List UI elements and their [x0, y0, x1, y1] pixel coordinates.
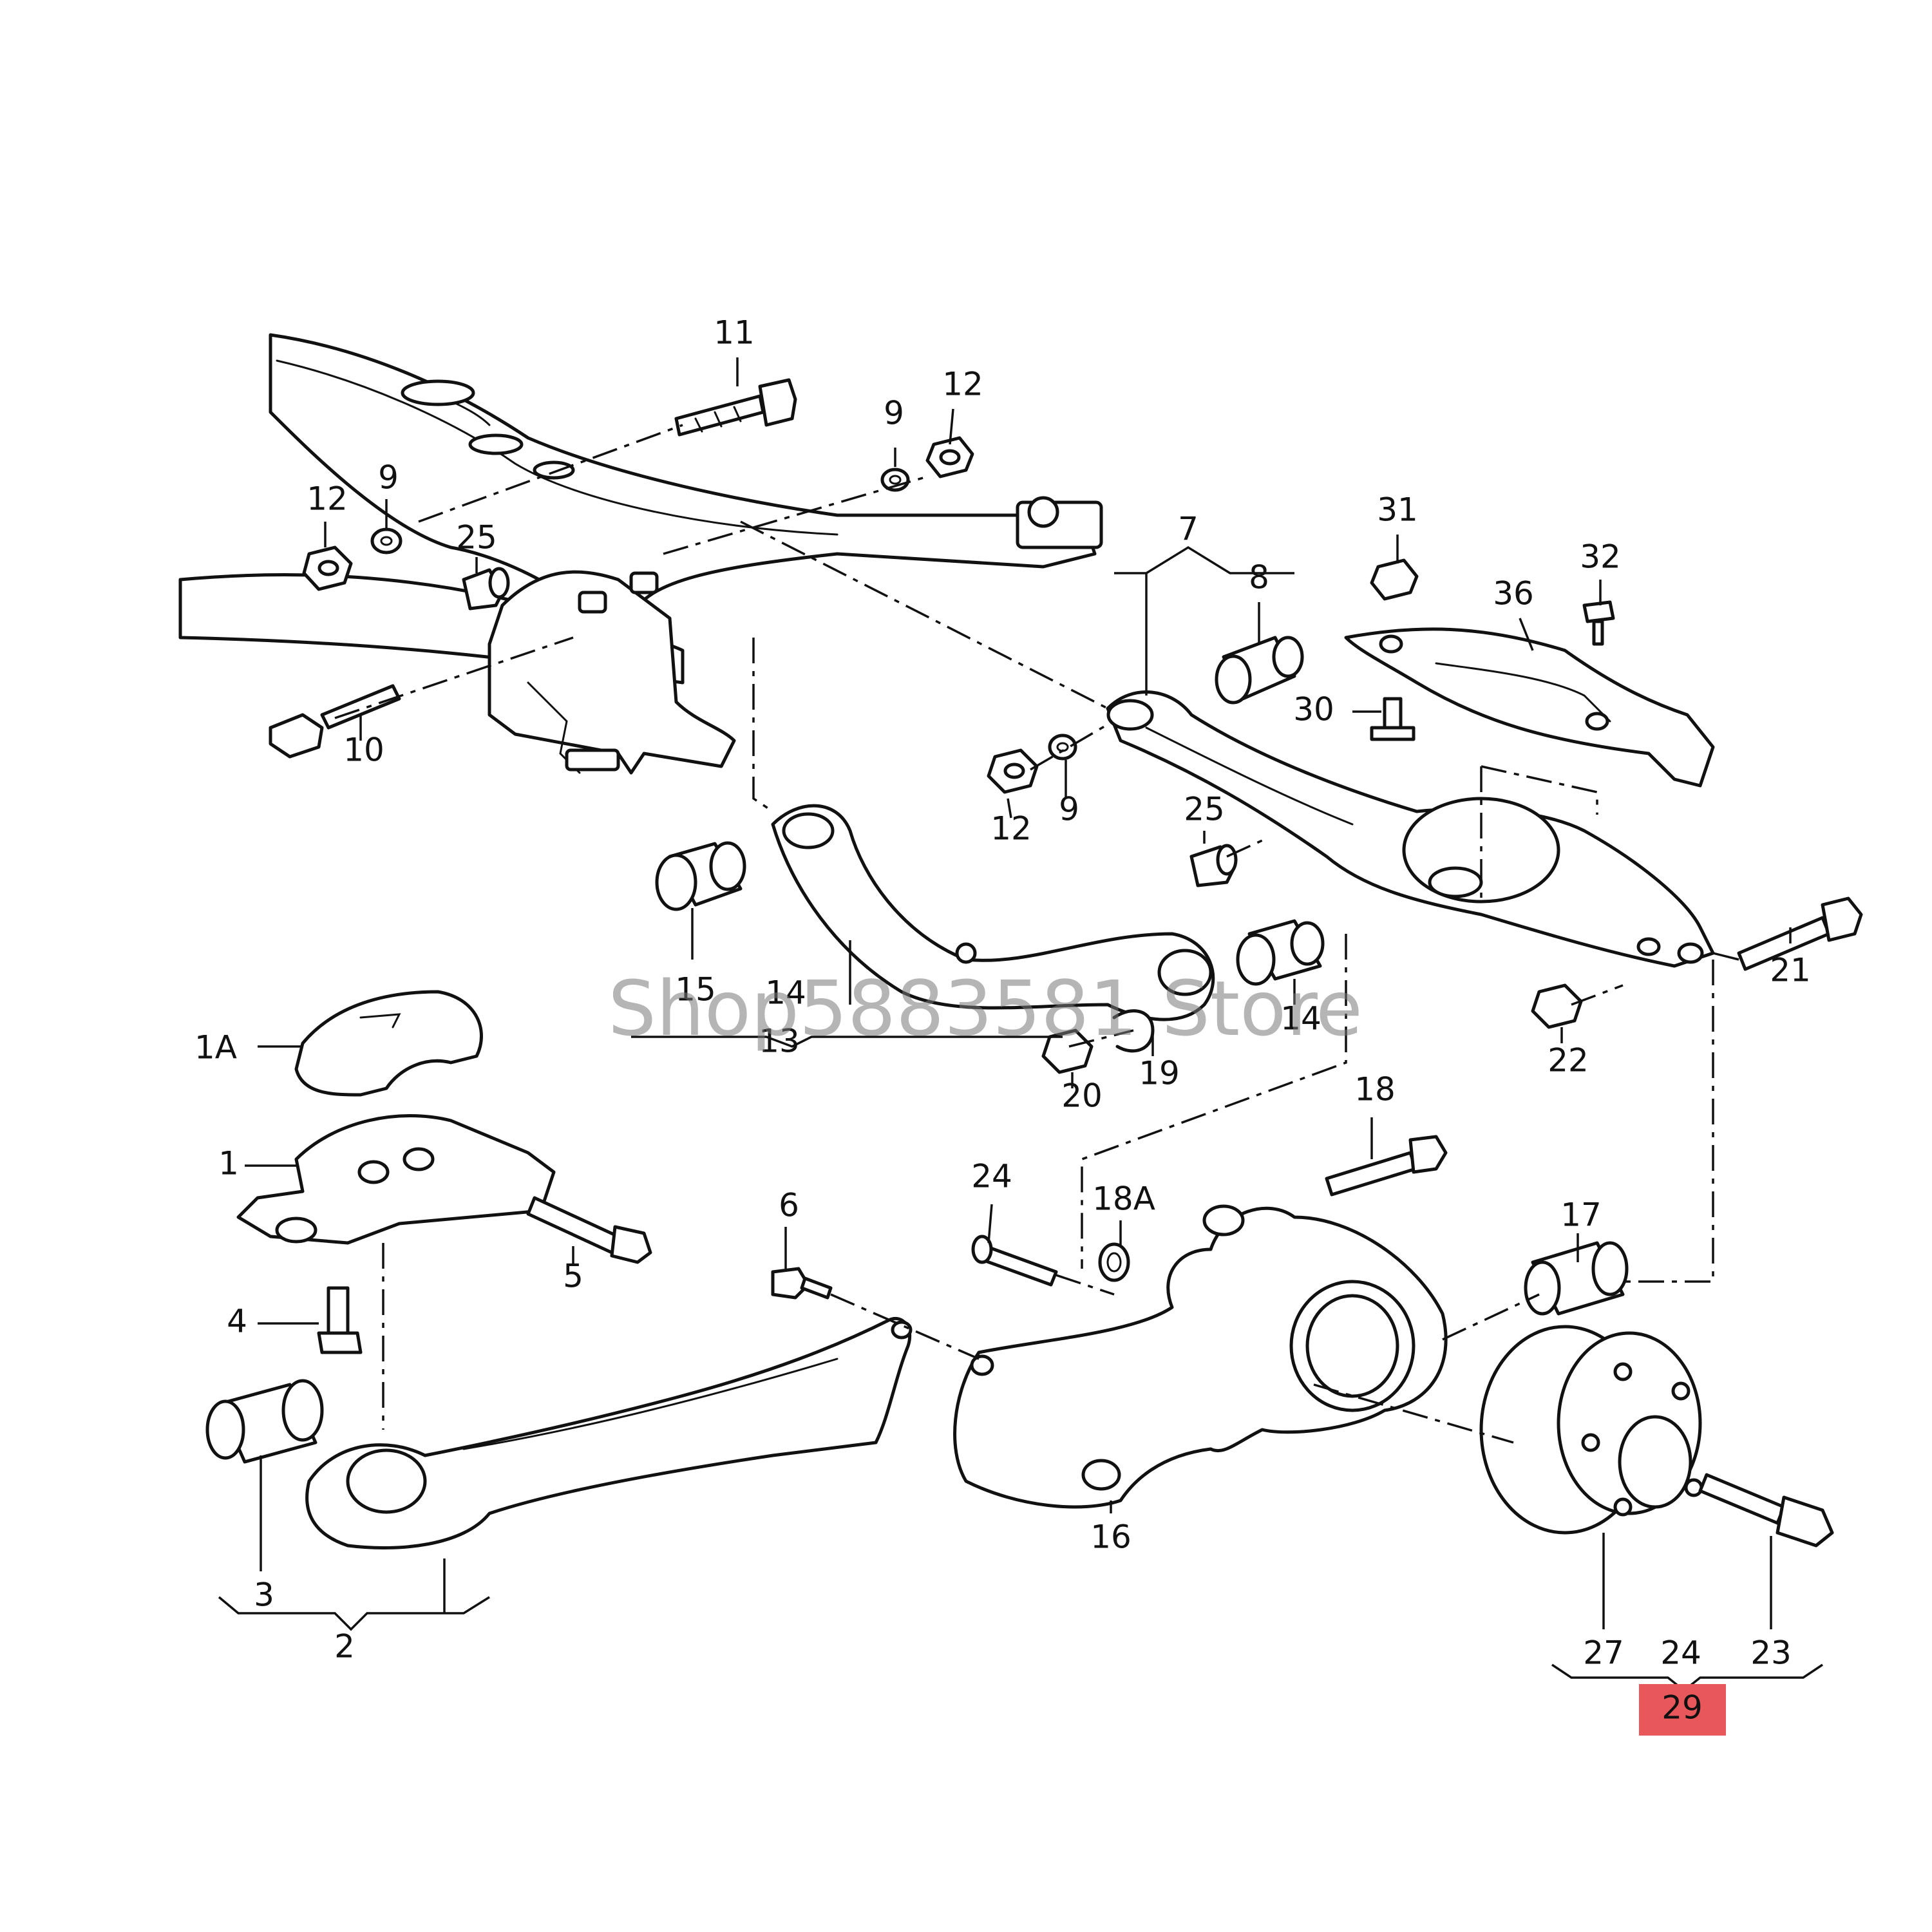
bolt-32: [1582, 600, 1615, 646]
label-13: 13: [759, 1023, 800, 1060]
bolt-5: [526, 1196, 652, 1264]
mount-cover-1A: [294, 990, 483, 1097]
bolt-18: [1325, 1135, 1448, 1197]
label-12: 12: [942, 366, 983, 403]
label-12: 12: [307, 480, 348, 518]
label-17: 17: [1560, 1197, 1602, 1234]
label-20: 20: [1061, 1077, 1103, 1115]
bushing-17: [1524, 1241, 1629, 1316]
wheel-bearing-housing-16: [953, 1204, 1448, 1509]
bolt-6: [771, 1267, 833, 1300]
bolt-11: [674, 378, 797, 437]
leader-lines: [218, 357, 1823, 1692]
label-22: 22: [1548, 1042, 1589, 1079]
label-23: 23: [1750, 1634, 1792, 1672]
washer-18A: [1098, 1242, 1130, 1282]
hub-bolt-23: [1698, 1473, 1834, 1548]
bushing-15: [655, 841, 746, 911]
label-18: 18: [1354, 1071, 1396, 1108]
label-3: 3: [254, 1577, 274, 1614]
watermark: Shop5883581 Store: [608, 964, 1363, 1053]
label-4: 4: [227, 1303, 247, 1340]
nut-22: [1531, 983, 1583, 1029]
label-14: 14: [765, 974, 806, 1012]
label-14: 14: [1280, 1000, 1321, 1037]
highlight-box-29: [1639, 1684, 1726, 1736]
nut-12-upper-left: [302, 545, 353, 591]
bushing-8: [1215, 636, 1304, 705]
label-16: 16: [1090, 1519, 1132, 1556]
label-1: 1: [218, 1145, 239, 1182]
label-32: 32: [1580, 538, 1621, 576]
label-21: 21: [1770, 952, 1811, 989]
label-30: 30: [1293, 691, 1334, 728]
label-24: 24: [1660, 1634, 1701, 1672]
label-9: 9: [884, 395, 904, 432]
label-9: 9: [378, 459, 399, 497]
bushing-25-upper: [462, 567, 510, 611]
rear-subframe: [178, 333, 1103, 775]
label-5: 5: [563, 1258, 583, 1295]
label-7: 7: [1178, 511, 1198, 548]
label-11: 11: [714, 314, 755, 352]
nut-20: [1041, 1028, 1094, 1074]
bolt-30: [1370, 697, 1416, 741]
label-2: 2: [334, 1628, 355, 1665]
label-29: 29: [1662, 1689, 1703, 1727]
bushing-14: [1236, 919, 1325, 986]
label-36: 36: [1493, 575, 1534, 612]
mount-bracket-1: [236, 1114, 556, 1245]
bushing-25-middle: [1189, 844, 1238, 887]
label-10: 10: [343, 732, 384, 769]
washer-9-middle: [1048, 734, 1077, 761]
label-24: 24: [971, 1158, 1012, 1195]
label-15: 15: [675, 971, 716, 1009]
bolt-24: [971, 1235, 1058, 1287]
label-8: 8: [1249, 559, 1269, 596]
label-25: 25: [1184, 791, 1225, 828]
label-19: 19: [1139, 1055, 1180, 1092]
bolt-31: [1370, 558, 1419, 601]
trailing-arm-2: [305, 1316, 913, 1549]
wheel-hub-27: [1479, 1325, 1703, 1535]
bushing-3: [205, 1379, 324, 1464]
bolt-21: [1737, 896, 1863, 971]
label-12: 12: [990, 810, 1032, 848]
label-18A: 18A: [1092, 1180, 1155, 1218]
part-labels: 11 12 9 12 9 25 10 7 8 31 32 36 30 12 9 …: [194, 314, 1811, 1727]
label-31: 31: [1377, 491, 1418, 529]
assembly-lines: [334, 424, 1739, 1444]
nut-12-upper-right: [925, 436, 974, 478]
washer-9-upper-left: [370, 527, 402, 554]
upper-control-arm-13: [771, 804, 1215, 1021]
label-27: 27: [1583, 1634, 1624, 1672]
spring-seat-bracket-36: [1344, 627, 1715, 788]
bolt-4: [317, 1286, 363, 1354]
label-1A: 1A: [194, 1029, 237, 1066]
nut-12-middle: [987, 748, 1039, 794]
label-25: 25: [456, 519, 497, 556]
label-9: 9: [1059, 791, 1079, 828]
bolt-10: [269, 684, 401, 759]
label-6: 6: [779, 1187, 799, 1224]
